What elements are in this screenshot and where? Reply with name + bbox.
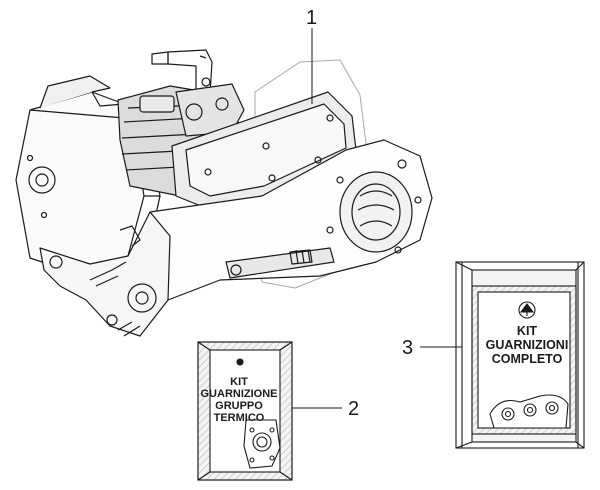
kit-gruppo-line-1: KIT [230, 376, 248, 388]
engine-assembly[interactable] [15, 49, 433, 337]
leader-lines [292, 28, 462, 409]
cooling-shroud [15, 75, 161, 273]
gasket-icon [489, 394, 569, 429]
kit-gruppo-line-4: TERMICO [214, 412, 265, 424]
kit-completo-line-3: COMPLETO [492, 352, 563, 366]
gasket-icon [243, 419, 281, 469]
rear-housing [39, 211, 171, 337]
kit-gruppo-line-2: GUARNIZIONE [201, 388, 278, 400]
kit-box-gruppo-termico[interactable] [197, 341, 293, 481]
kit-gruppo-line-3: GRUPPO [215, 400, 263, 412]
callout-3[interactable]: 3 [402, 337, 413, 359]
kit-box-completo[interactable] [455, 261, 585, 449]
kick-start-lever [225, 247, 335, 279]
callout-2[interactable]: 2 [348, 398, 359, 420]
kit-completo-line-2: GUARNIZIONI [486, 338, 569, 352]
callout-1[interactable]: 1 [306, 7, 317, 29]
cables [89, 225, 141, 337]
piaggio-logo-icon [518, 301, 536, 319]
kit-completo-line-1: KIT [517, 324, 538, 338]
box-hole-icon [236, 358, 244, 366]
carburetor [175, 83, 245, 137]
